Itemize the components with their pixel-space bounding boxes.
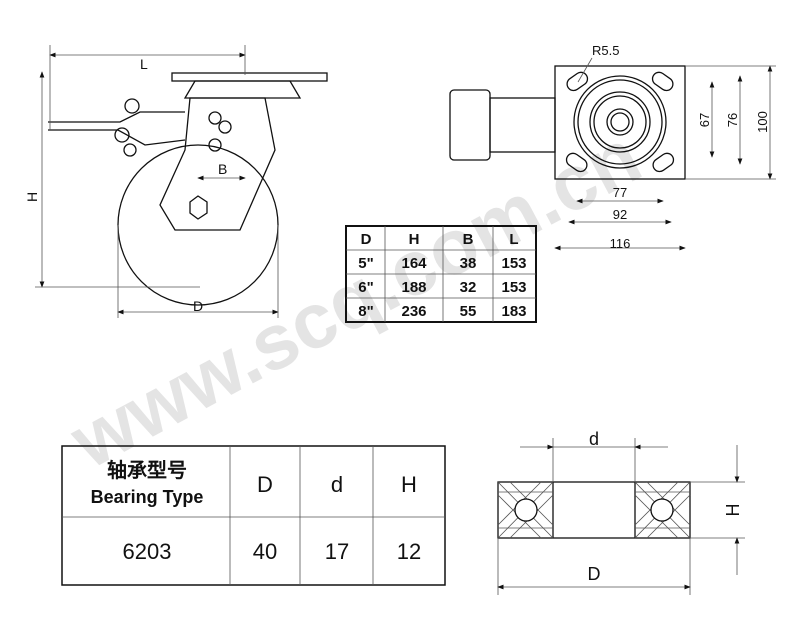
ball-left [514,498,538,522]
ball-right [650,498,674,522]
spec-cell: 5" [358,255,373,272]
spec-cell: 153 [501,255,526,272]
bearing-header-H: H [401,472,417,497]
spec-cell: 8" [358,303,373,320]
dim-B-label: B [218,161,227,177]
fork [159,97,276,231]
dim-H-label: H [24,192,40,202]
spec-header-L: L [509,231,518,248]
bearing-header-d: d [331,472,343,497]
spec-header-D: D [361,231,372,248]
spec-cell: 32 [460,279,477,296]
dim-67: 67 [697,113,712,127]
spec-cell: 236 [401,303,426,320]
dim-D-label: D [193,298,203,314]
dim-100: 100 [755,111,770,133]
spec-table: D H B L 5" 164 38 153 6" 188 32 153 8" 2… [345,225,537,323]
wheel [117,144,279,306]
bearing-header-D: D [257,472,273,497]
brake-lever [48,111,186,146]
spec-cell: 164 [401,255,427,272]
brake-profile [489,97,556,153]
bearing-section-view: d H D [497,429,745,595]
dim-H-section-label: H [723,504,743,517]
bearing-H-value: 12 [397,539,421,564]
bearing-table: 轴承型号 Bearing Type D d H 6203 40 17 12 [61,445,446,586]
top-plate-outline [554,65,686,180]
radius-label: R5.5 [592,43,619,58]
spec-header-B: B [463,231,474,248]
spec-cell: 6" [358,279,373,296]
caster-side-view: L H B D [24,45,328,318]
bearing-D-value: 40 [253,539,277,564]
bearing-d-value: 17 [325,539,349,564]
dim-L-label: L [140,56,148,72]
spec-cell: 183 [501,303,526,320]
dim-76: 76 [725,113,740,127]
bearing-type-value: 6203 [123,539,172,564]
wheel-edge [449,89,491,161]
spec-cell: 55 [460,303,477,320]
bearing-header-cn: 轴承型号 [107,458,187,482]
watermark: www.scq.com.cn [56,112,654,486]
caster-top-view: R5.5 67 76 100 77 92 116 [449,43,776,251]
spec-cell: 38 [460,255,477,272]
axle-nut [189,195,208,220]
dim-D-section-label: D [588,564,601,584]
dim-92: 92 [613,207,627,222]
spec-cell: 188 [401,279,426,296]
spec-header-H: H [409,231,420,248]
dim-d-label: d [589,429,599,449]
svg-text:www.scq.com.cn: www.scq.com.cn [56,112,654,486]
spec-cell: 153 [501,279,526,296]
dim-116: 116 [610,236,631,251]
dim-77: 77 [613,185,627,200]
swivel-head [183,80,302,99]
bearing-header-en: Bearing Type [91,487,204,507]
top-plate [171,72,328,82]
